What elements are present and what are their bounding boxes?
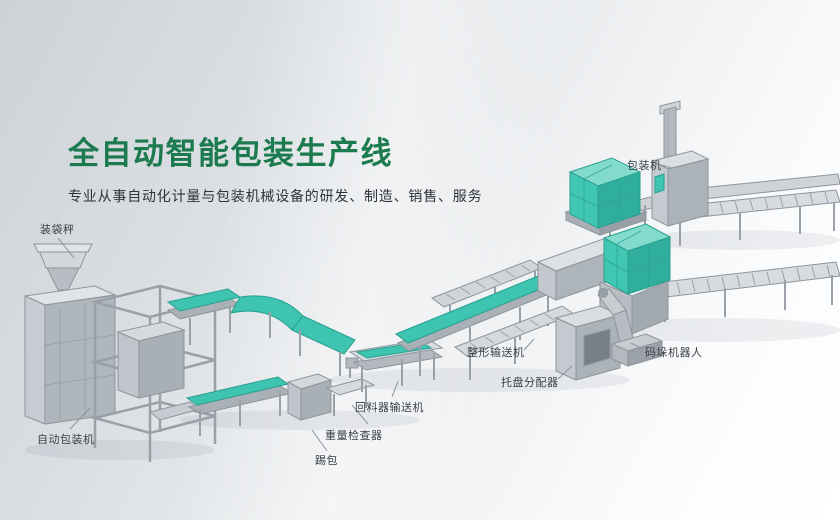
label-kick-bag: 踢包 (315, 454, 338, 467)
auto-packaging-machine-frame (90, 284, 217, 462)
label-palletizing-robot: 码垛机器人 (645, 346, 703, 359)
carton-stack-upper (564, 157, 648, 236)
bagging-scale-machine (23, 243, 117, 425)
label-bagging-scale: 装袋秤 (40, 223, 75, 236)
page-subtitle: 专业从事自动化计量与包装机械设备的研发、制造、销售、服务 (68, 189, 483, 205)
label-weight-checker: 重量检查器 (325, 429, 383, 442)
page-title: 全自动智能包装生产线 (68, 136, 393, 172)
label-auto-packaging-machine: 自动包装机 (37, 433, 95, 446)
pallet-dispenser-machine (554, 305, 622, 381)
curved-belt-conveyor (166, 288, 356, 376)
discharge-conveyor-line (148, 357, 376, 436)
label-shaping-conveyor: 整形输送机 (467, 346, 525, 359)
output-roller-conveyor-bottom (645, 261, 840, 322)
label-return-feeder-conveyor: 回料器输送机 (355, 401, 424, 414)
palletizing-robot-arm (597, 288, 664, 367)
packaging-machine-tower (650, 100, 710, 227)
label-connector-lines (57, 164, 673, 452)
label-pallet-dispenser: 托盘分配器 (501, 376, 559, 389)
label-packaging-machine: 包装机 (627, 159, 662, 172)
